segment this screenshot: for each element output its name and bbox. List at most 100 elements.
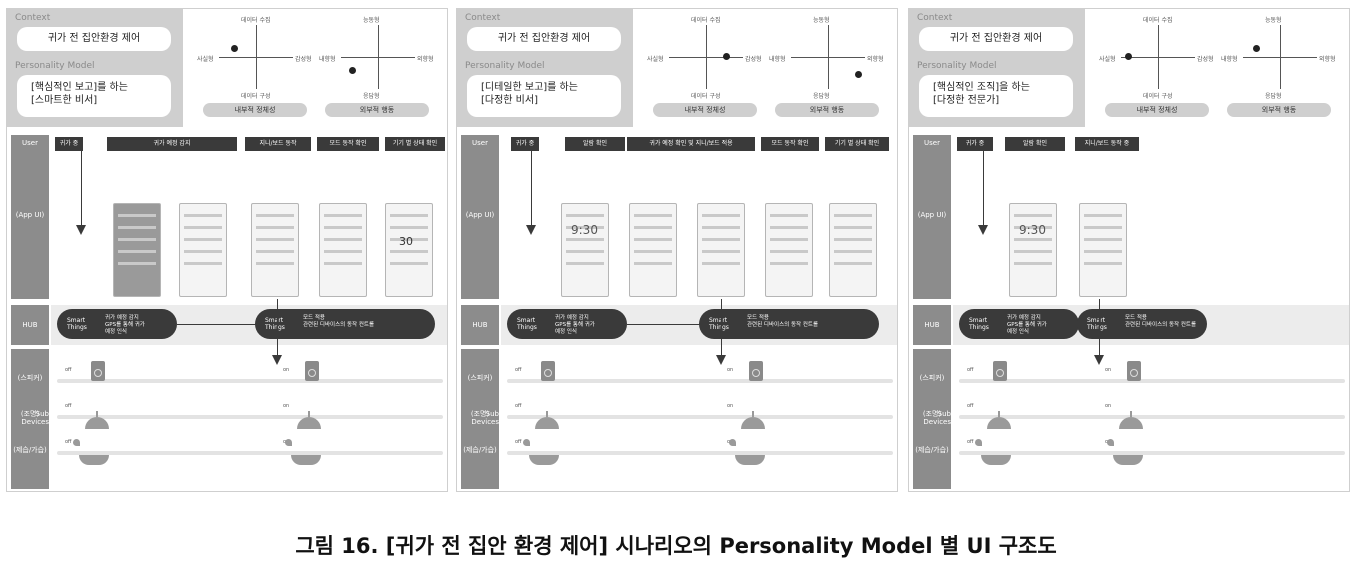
speaker-on-label: on [727,367,734,373]
external-caption: 외부적 행동 [325,103,429,117]
context-value: 귀가 전 집안환경 제어 [17,27,171,51]
hub-name-2: Things [265,324,285,331]
screen-bar [256,250,294,253]
lane-humid: (제습/가습) [913,443,951,457]
internal-quadrant: 데이터 수집 데이터 구성 사실형 감성형 내부적 정체성 [1093,9,1223,127]
light-track [507,415,893,419]
hub-desc: 모드 적용 관련된 디바이스의 동작 컨트롤 [747,315,818,329]
external-axis-top: 능동형 [1265,17,1282,24]
hub-name-2: Things [67,324,87,331]
internal-axis-right: 감성형 [1197,56,1214,63]
context-value: 귀가 전 집안환경 제어 [467,27,621,51]
lamp-on-icon [297,411,321,429]
hub-name-2: Things [709,324,729,331]
lane-subdevices: Sub Devices [11,349,49,489]
screen-bar [770,214,808,217]
hub-name-1: Smart [709,317,728,324]
internal-axis-right: 감성형 [295,56,312,63]
humidity-drop-icon [285,439,292,446]
hub-to-device-arrow [716,355,726,365]
lane-hub: HUB [11,305,49,345]
lane-humid-label: (제습/가습) [915,446,949,454]
hub2-line-2: 관련된 디바이스의 동작 컨트롤 [747,322,819,328]
app-screen [113,203,161,297]
screen-bar [324,262,362,265]
external-axis-right: 외향형 [417,56,434,63]
hub-name-1: Smart [1087,317,1106,324]
external-axis-top: 능동형 [813,17,830,24]
screen-bar [1014,250,1052,253]
internal-caption: 내부적 정체성 [1105,103,1209,117]
screen-bar [834,226,872,229]
model-line-1: [핵심적인 보고]를 하는 [31,82,128,93]
humidity-drop-icon [1107,439,1114,446]
hub2-line-1: 모드 적용 [747,315,769,321]
screen-bar [256,262,294,265]
screen-bar [118,238,156,241]
internal-position-dot [1125,53,1132,60]
screen-bar [634,226,672,229]
screen-bar [702,214,740,217]
swimlanes: User(App UI)HUB Sub Devices(스피커)(조명)(제습/… [909,133,1349,491]
hub1-line-1: 귀가 예정 감지 [555,315,589,321]
screen-bar [118,250,156,253]
humid-track [507,451,893,455]
external-axis-left: 내향형 [769,56,786,63]
lane-hub: HUB [913,305,951,345]
step-box: 지니/보드 동작 중 [1075,137,1139,151]
hub-name-1: Smart [67,317,86,324]
screen-bar [1014,214,1052,217]
hub-to-device-line [277,299,278,357]
hub1-line-3: 예정 인식 [555,329,577,335]
speaker-on-icon [749,361,763,381]
model-value: [핵심적인 조직]을 하는 [다정한 전문가] [919,75,1073,117]
step-box: 귀가 예정 감지 [107,137,237,151]
screen-bar [1084,250,1122,253]
humid-off-label: off [515,439,522,445]
screen-bar [702,250,740,253]
step-box: 귀가 중 [957,137,993,151]
internal-quadrant: 데이터 수집 데이터 구성 사실형 감성형 내부적 정체성 [641,9,771,127]
hub1-line-3: 예정 인식 [105,329,127,335]
hub-desc: 모드 적용 관련된 디바이스의 동작 컨트롤 [1125,315,1196,329]
phone-temp: 30 [399,235,413,248]
figure-caption: 그림 16. [귀가 전 집안 환경 제어] 시나리오의 Personality… [295,534,1057,558]
screen-bar [566,250,604,253]
hub-to-device-arrow [272,355,282,365]
swimlanes: User(App UI)HUB Sub Devices(스피커)(조명)(제습/… [7,133,447,491]
speaker-off-icon [541,361,555,381]
phone-clock: 9:30 [1019,223,1046,237]
humid-off-label: off [65,439,72,445]
hub1-line-1: 귀가 예정 감지 [105,315,139,321]
screen-bar [634,262,672,265]
screen-bar [1084,214,1122,217]
screen-bar [256,226,294,229]
lane-sub-label-2: Devices [471,418,499,426]
humidity-drop-icon [729,439,736,446]
hub-connector [177,324,259,325]
step-box: 기기 별 상태 확인 [825,137,889,151]
screen-bar [834,250,872,253]
external-position-dot [855,71,862,78]
screen-bar [770,262,808,265]
lane-hub-label: HUB [924,321,940,329]
screen-bar [1084,226,1122,229]
model-line-2: [다정한 비서] [481,95,538,106]
light-track [57,415,443,419]
lamp-off-icon [535,411,559,429]
lane-light: (조명) [913,407,951,421]
lane-light-label: (조명) [20,410,40,418]
humidifier-on-icon [735,455,765,465]
humidity-drop-icon [523,439,530,446]
screen-bar [702,262,740,265]
user-flow-arrow [526,225,536,235]
hub-name-1: Smart [969,317,988,324]
screen-bar [834,238,872,241]
screen-bar [390,238,428,241]
screen-bar [702,226,740,229]
